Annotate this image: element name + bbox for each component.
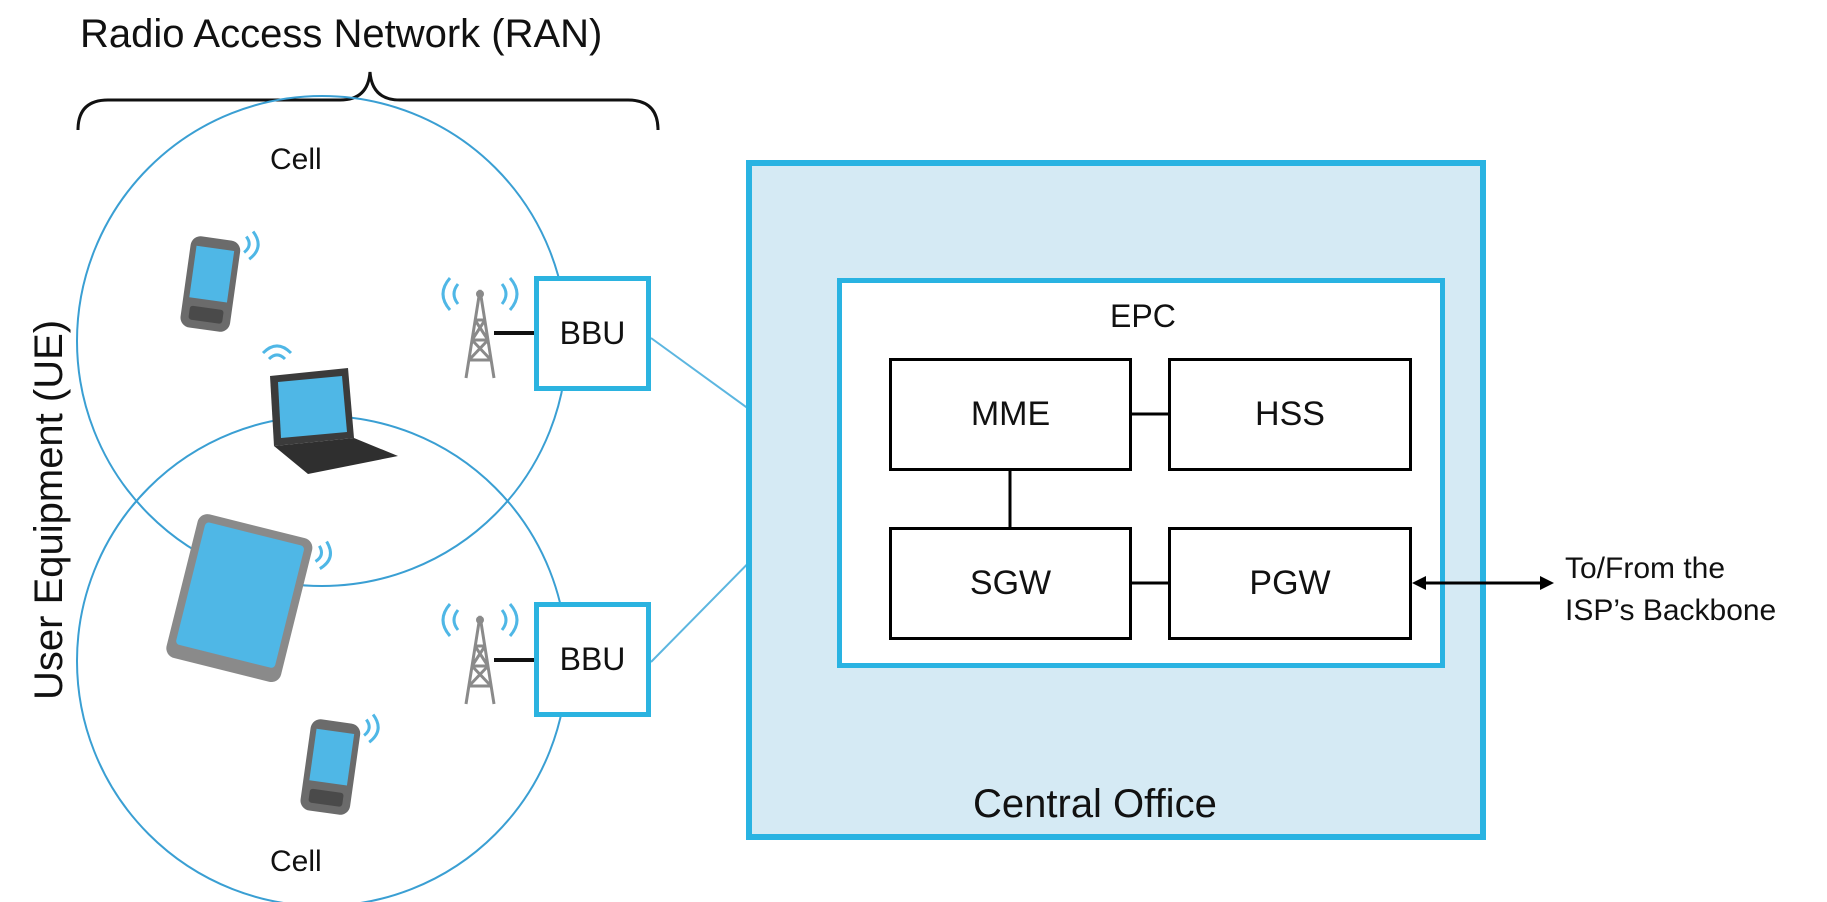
tablet-icon [166, 514, 332, 683]
ran-title: Radio Access Network (RAN) [80, 12, 603, 56]
cell-label-bottom: Cell [270, 845, 322, 878]
sgw-label: SGW [969, 564, 1052, 602]
central-office-label: Central Office [973, 782, 1217, 826]
arrow-head-right [1540, 576, 1554, 590]
pgw-node: PGW [1168, 527, 1412, 640]
ran-brace [76, 71, 660, 131]
phone-icon [180, 230, 260, 332]
sgw-node: SGW [889, 527, 1132, 640]
hss-node: HSS [1168, 358, 1412, 471]
backbone-line-1: To/From the [1565, 552, 1726, 585]
bbu-box-bottom: BBU [534, 602, 651, 717]
cell-tower-icon [441, 603, 519, 705]
laptop-icon [261, 344, 398, 474]
pgw-label: PGW [1249, 564, 1331, 602]
bbu-label: BBU [559, 315, 626, 351]
cell-label-top: Cell [270, 143, 322, 176]
cell-tower-icon [441, 277, 519, 379]
mme-label: MME [970, 395, 1051, 433]
backbone-line-2: ISP’s Backbone [1565, 594, 1777, 627]
mme-node: MME [889, 358, 1132, 471]
bbu-box-top: BBU [534, 276, 651, 391]
backbone-label: To/From the ISP’s Backbone [1565, 548, 1776, 632]
arrow-head-left [1412, 576, 1426, 590]
hss-label: HSS [1255, 395, 1325, 433]
epc-label: EPC [1110, 298, 1176, 334]
bbu-label: BBU [559, 641, 626, 677]
phone-icon [300, 713, 380, 815]
